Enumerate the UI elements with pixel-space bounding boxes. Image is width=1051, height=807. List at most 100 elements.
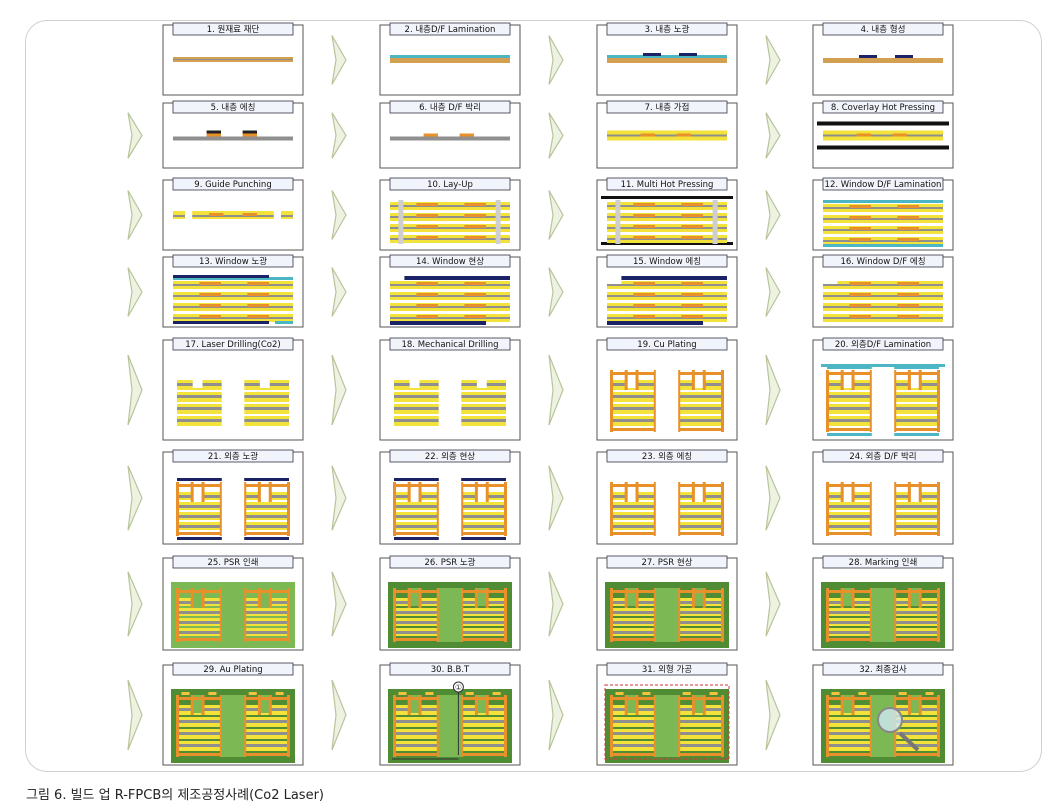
copper-plating	[257, 482, 261, 502]
dry-film	[275, 321, 293, 324]
core-layer	[894, 419, 939, 422]
copper-plating	[677, 695, 681, 757]
copper-plating	[190, 482, 194, 502]
core-layer	[827, 525, 872, 528]
copper-plating	[894, 753, 939, 756]
row-entry-arrow	[127, 465, 143, 531]
core-layer	[611, 407, 656, 410]
copper-plating	[244, 638, 289, 641]
core-layer	[827, 395, 872, 398]
copper-pad	[464, 203, 486, 206]
copper-pad	[423, 133, 438, 137]
laser-via	[626, 370, 637, 388]
core-layer	[173, 136, 293, 141]
gap	[607, 221, 727, 224]
gold-pad	[398, 692, 407, 695]
gold-pad	[898, 692, 907, 695]
copper-plating	[678, 590, 723, 593]
copper-plating	[827, 753, 872, 756]
core-layer	[894, 631, 939, 634]
copper-plating	[851, 370, 855, 390]
copper-plating	[678, 532, 723, 535]
copper-plating	[894, 428, 939, 431]
core-layer	[390, 136, 510, 141]
copper-plating	[894, 638, 939, 641]
copper-pad	[892, 133, 907, 137]
step-title: 24. 외층 D/F 박리	[849, 451, 916, 462]
copper-plating	[393, 588, 396, 642]
copper-plating	[257, 695, 261, 715]
core-layer	[823, 317, 943, 319]
core-layer	[611, 395, 656, 398]
core-layer	[177, 631, 222, 634]
step-header	[172, 555, 294, 569]
step-title: 2. 내층D/F Lamination	[405, 25, 496, 35]
step-arrow	[548, 267, 564, 317]
copper-pad	[897, 227, 919, 230]
core-layer	[607, 238, 727, 240]
core-layer	[894, 744, 939, 747]
core-layer	[678, 621, 723, 624]
copper-plating	[624, 482, 628, 502]
through-hole	[438, 588, 462, 642]
step-header	[822, 449, 944, 463]
core-layer	[461, 505, 506, 508]
copper-pad	[464, 293, 486, 296]
step-arrow	[331, 267, 347, 317]
step-arrow	[765, 571, 781, 637]
copper-plating	[677, 370, 681, 432]
dry-film	[827, 366, 872, 369]
copper-pad	[633, 236, 655, 239]
step-header	[172, 254, 294, 268]
copper-pad	[464, 282, 486, 285]
raw-sheet	[390, 58, 510, 63]
step-20: 20. 외층D/F Lamination	[812, 337, 954, 441]
step-14: 14. Window 현상	[379, 254, 521, 328]
laser-via	[476, 695, 487, 713]
through-hole	[221, 482, 245, 536]
core-layer	[390, 227, 510, 229]
step-header	[389, 100, 511, 114]
row-entry-arrow	[127, 679, 143, 751]
laser-via	[476, 370, 487, 388]
copper-pad	[242, 133, 257, 137]
copper-plating	[893, 588, 897, 642]
copper-plating	[840, 695, 844, 715]
copper-plating	[826, 695, 829, 757]
step-title: 19. Cu Plating	[637, 340, 696, 350]
laser-via	[626, 482, 637, 500]
core-layer	[894, 407, 939, 410]
through-hole	[871, 588, 895, 642]
copper-plating	[937, 588, 940, 642]
copper-plating	[257, 588, 261, 608]
step-header	[389, 555, 511, 569]
copper-plating	[827, 638, 872, 641]
copper-plating	[190, 695, 194, 715]
copper-plating	[840, 588, 844, 608]
copper-pad	[199, 282, 221, 285]
copper-plating	[869, 482, 873, 536]
core-layer	[177, 407, 222, 410]
mask	[173, 321, 269, 324]
step-title: 31. 외형 가공	[642, 664, 692, 675]
step-arrow	[765, 354, 781, 426]
copper-pad	[416, 304, 438, 307]
copper-plating	[918, 482, 922, 502]
copper-plating	[827, 697, 872, 700]
copper-plating	[219, 482, 223, 536]
core-layer	[177, 395, 222, 398]
copper-plating	[678, 372, 723, 375]
copper-plating	[611, 753, 656, 756]
copper-pad	[633, 304, 655, 307]
copper-pad	[640, 133, 655, 137]
step-header	[606, 555, 728, 569]
step-arrow	[548, 571, 564, 637]
copper-pad	[856, 133, 871, 137]
copper-pad	[206, 133, 221, 137]
step-title: 9. Guide Punching	[194, 180, 271, 190]
copper-pad	[199, 304, 221, 307]
step-header	[172, 22, 294, 36]
core-layer	[823, 284, 943, 286]
step-arrow	[765, 190, 781, 240]
laser-via	[842, 370, 853, 388]
